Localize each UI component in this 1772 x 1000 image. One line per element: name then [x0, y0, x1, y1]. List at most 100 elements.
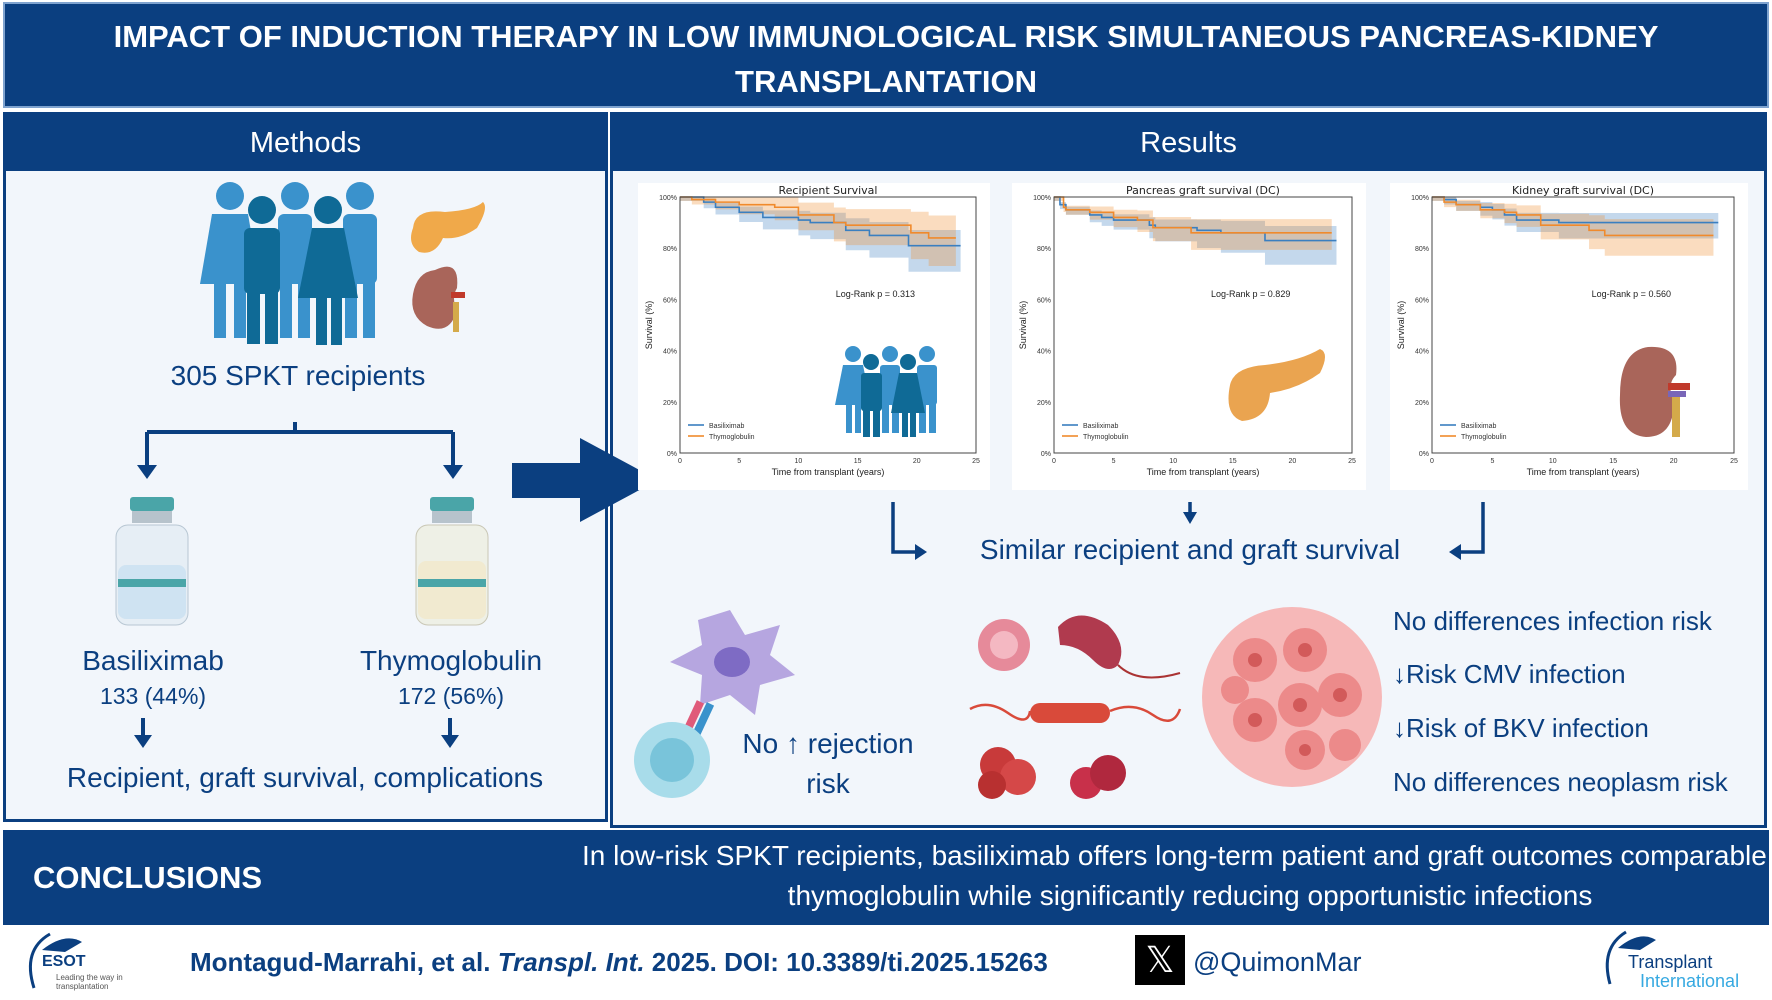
x-tick-label: 15 — [1609, 458, 1617, 465]
x-tick-label: 15 — [854, 458, 862, 465]
chart-title: Pancreas graft survival (DC) — [1126, 184, 1280, 197]
x-logo-icon[interactable]: 𝕏 — [1135, 935, 1185, 985]
results-header: Results — [613, 115, 1764, 171]
x-axis-label: Time from transplant (years) — [1527, 467, 1640, 477]
esot-tagline: Leading the way in transplantation — [56, 973, 123, 991]
y-axis-label: Survival (%) — [1018, 301, 1028, 350]
chart-title: Recipient Survival — [779, 184, 878, 197]
ci-band-thymoglobulin — [1054, 197, 1332, 264]
finding-cmv: ↓Risk CMV infection — [1393, 659, 1626, 689]
plot-frame — [1431, 196, 1735, 454]
conclusions-bar: CONCLUSIONS In low-risk SPKT recipients,… — [3, 830, 1772, 925]
legend-label: Thymoglobulin — [1461, 434, 1507, 441]
y-tick-label: 100% — [659, 195, 677, 202]
x-tick-label: 10 — [1549, 458, 1557, 465]
km-curve-basiliximab — [680, 196, 961, 247]
rejection-label-line2: risk — [806, 768, 850, 799]
journal-logo-line2: International — [1640, 971, 1740, 991]
km-curve-thymoglobulin — [1054, 196, 1332, 234]
x-axis-label: Time from transplant (years) — [1147, 467, 1260, 477]
ci-band-basiliximab — [1054, 197, 1337, 272]
group-count-basiliximab: 133 (44%) — [99, 683, 207, 709]
x-tick-label: 25 — [1348, 458, 1356, 465]
y-tick-label: 60% — [663, 297, 677, 304]
outcomes-label: Recipient, graft survival, complications — [66, 762, 544, 793]
chart-recipient-survival: Recipient Survival 0% 20% 40% 60% 80% 100% 0 5 10… — [638, 183, 990, 490]
finding-neoplasm: No differences neoplasm risk — [1393, 767, 1728, 797]
pathogens-icon — [969, 615, 1182, 799]
y-tick-label: 20% — [1415, 400, 1429, 407]
chart-pancreas-icon — [1228, 349, 1325, 421]
tumor-icon — [1202, 607, 1382, 787]
y-tick-label: 0% — [1041, 451, 1051, 458]
log-rank-annotation: Log-Rank p = 0.313 — [836, 289, 915, 299]
plot-frame — [679, 196, 977, 454]
transplant-international-logo — [1605, 930, 1656, 985]
esot-logo-text: ESOT — [42, 953, 86, 970]
big-arrow-icon — [512, 438, 658, 522]
organs-icon — [411, 202, 485, 332]
citation-authors: Montagud-Marrahi, et al. — [190, 947, 498, 977]
journal-logo-line1: Transplant — [1628, 952, 1713, 972]
group-name-thymoglobulin: Thymoglobulin — [359, 645, 543, 676]
conclusions-line1: In low-risk SPKT recipients, basiliximab… — [582, 840, 1772, 871]
page-title: IMPACT OF INDUCTION THERAPY IN LOW IMMUN… — [3, 2, 1769, 108]
x-tick-label: 15 — [1229, 458, 1237, 465]
ci-band-thymoglobulin — [1432, 197, 1714, 267]
x-axis-label: Time from transplant (years) — [772, 467, 885, 477]
methods-header: Methods — [6, 115, 605, 171]
ci-band-thymoglobulin — [680, 197, 956, 269]
y-tick-label: 0% — [667, 451, 677, 458]
branch-arrows — [137, 422, 463, 479]
footer: ESOT Leading the way in transplantation … — [0, 925, 1772, 1000]
finding-bkv: ↓Risk of BKV infection — [1393, 713, 1649, 743]
y-tick-label: 20% — [1037, 400, 1051, 407]
legend-label: Basiliximab — [1461, 423, 1497, 430]
x-tick-label: 5 — [1112, 458, 1116, 465]
km-curve-thymoglobulin — [680, 196, 956, 239]
log-rank-annotation: Log-Rank p = 0.829 — [1211, 289, 1290, 299]
x-tick-label: 5 — [737, 458, 741, 465]
social-handle[interactable]: @QuimonMar — [1193, 947, 1362, 977]
esot-logo — [28, 932, 82, 989]
y-tick-label: 0% — [1419, 451, 1429, 458]
summary-label: Similar recipient and graft survival — [979, 534, 1401, 565]
x-tick-label: 10 — [795, 458, 803, 465]
citation-journal: Transpl. Int. — [497, 947, 645, 977]
chart-people-icon — [835, 346, 937, 437]
y-tick-label: 40% — [663, 349, 677, 356]
conclusions-label: CONCLUSIONS — [33, 860, 263, 895]
x-tick-label: 20 — [1289, 458, 1297, 465]
x-tick-label: 25 — [972, 458, 980, 465]
x-tick-label: 25 — [1730, 458, 1738, 465]
y-tick-label: 100% — [1033, 195, 1051, 202]
x-tick-label: 20 — [1670, 458, 1678, 465]
chart-kidney-icon — [1619, 346, 1690, 437]
x-tick-label: 0 — [678, 458, 682, 465]
y-tick-label: 100% — [1411, 195, 1429, 202]
legend-label: Basiliximab — [1083, 423, 1119, 430]
people-icon — [200, 182, 377, 345]
km-curve-thymoglobulin — [1432, 196, 1714, 237]
finding-infection-risk: No differences infection risk — [1393, 606, 1712, 636]
plot-frame — [1053, 196, 1353, 454]
y-tick-label: 20% — [663, 400, 677, 407]
basiliximab-vial-icon — [115, 497, 189, 626]
citation-doi[interactable]: 2025. DOI: 10.3389/ti.2025.15263 — [644, 947, 1048, 977]
y-tick-label: 80% — [663, 246, 677, 253]
x-tick-label: 20 — [913, 458, 921, 465]
immune-cell-icon — [634, 610, 795, 798]
chart-title: Kidney graft survival (DC) — [1512, 184, 1654, 197]
y-tick-label: 80% — [1415, 246, 1429, 253]
y-tick-label: 80% — [1037, 246, 1051, 253]
km-curve-basiliximab — [1432, 196, 1719, 224]
y-axis-label: Survival (%) — [644, 301, 654, 350]
conclusions-line2: thymoglobulin while significantly reduci… — [787, 880, 1593, 911]
cohort-label: 305 SPKT recipients — [170, 360, 426, 391]
rejection-label-line1: No ↑ rejection — [742, 728, 914, 759]
thymoglobulin-vial-icon — [415, 497, 489, 626]
y-tick-label: 60% — [1415, 297, 1429, 304]
legend-label: Thymoglobulin — [1083, 434, 1129, 441]
x-tick-label: 0 — [1430, 458, 1434, 465]
ci-band-basiliximab — [680, 197, 961, 277]
